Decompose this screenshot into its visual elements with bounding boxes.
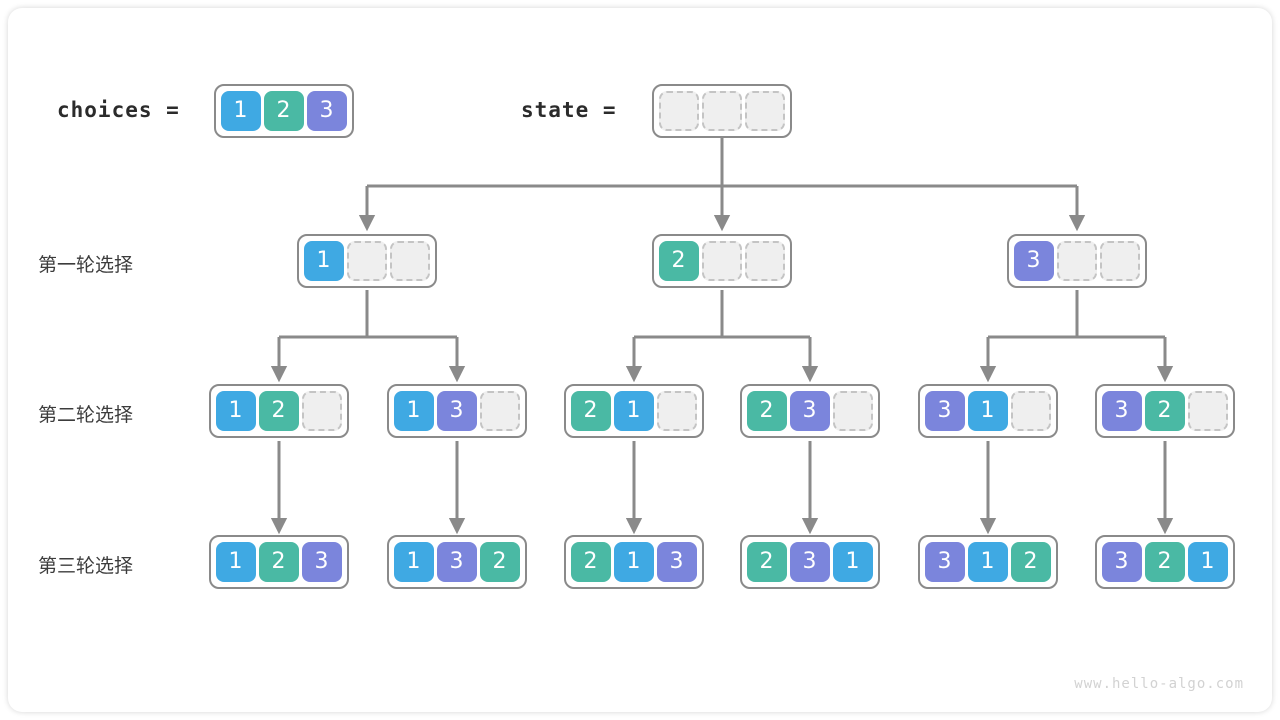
state-label: state = xyxy=(521,98,617,122)
row-label-round-1: 第一轮选择 xyxy=(38,254,134,276)
array-cell-filled: 2 xyxy=(258,390,299,431)
array-cell-empty xyxy=(1187,390,1228,431)
array-cell-filled: 3 xyxy=(1101,390,1142,431)
row-label-round-3: 第三轮选择 xyxy=(38,555,134,577)
array-cell-filled: 1 xyxy=(613,390,654,431)
array-cell-empty xyxy=(744,90,785,131)
array-cell-filled: 1 xyxy=(613,541,654,582)
array-cell-filled: 1 xyxy=(303,240,344,281)
array-cell-filled: 2 xyxy=(570,390,611,431)
figure-card xyxy=(8,8,1272,712)
row-label-round-2: 第二轮选择 xyxy=(38,404,134,426)
array-cell-filled: 3 xyxy=(436,390,477,431)
state-array xyxy=(651,83,792,138)
array-cell-empty xyxy=(389,240,430,281)
array-cell-empty xyxy=(744,240,785,281)
array-cell-empty xyxy=(1099,240,1140,281)
array-cell-filled: 2 xyxy=(258,541,299,582)
array-cell-filled: 3 xyxy=(656,541,697,582)
array-cell-filled: 2 xyxy=(570,541,611,582)
array-cell-empty xyxy=(346,240,387,281)
array-cell-empty xyxy=(1010,390,1051,431)
array-cell-filled: 1 xyxy=(220,90,261,131)
array-cell-empty xyxy=(701,90,742,131)
array-cell-filled: 1 xyxy=(967,541,1008,582)
array-cell-filled: 3 xyxy=(789,390,830,431)
array-cell-empty xyxy=(656,390,697,431)
array-cell-empty xyxy=(301,390,342,431)
tree-node-r1-2: 2 xyxy=(651,233,792,288)
array-cell-filled: 2 xyxy=(746,390,787,431)
array-cell-filled: 2 xyxy=(1144,390,1185,431)
array-cell-empty xyxy=(479,390,520,431)
array-cell-filled: 1 xyxy=(1187,541,1228,582)
array-cell-filled: 2 xyxy=(746,541,787,582)
array-cell-filled: 1 xyxy=(832,541,873,582)
array-cell-filled: 2 xyxy=(1010,541,1051,582)
array-cell-empty xyxy=(1056,240,1097,281)
array-cell-empty xyxy=(658,90,699,131)
array-cell-filled: 1 xyxy=(215,390,256,431)
array-cell-filled: 3 xyxy=(1101,541,1142,582)
array-cell-filled: 3 xyxy=(306,90,347,131)
array-cell-filled: 3 xyxy=(924,390,965,431)
tree-node-r1-3: 3 xyxy=(1006,233,1147,288)
array-cell-filled: 3 xyxy=(301,541,342,582)
array-cell-filled: 1 xyxy=(393,390,434,431)
array-cell-filled: 2 xyxy=(1144,541,1185,582)
array-cell-filled: 1 xyxy=(393,541,434,582)
tree-node-r1-1: 1 xyxy=(296,233,437,288)
array-cell-filled: 3 xyxy=(789,541,830,582)
watermark: www.hello-algo.com xyxy=(1074,676,1244,692)
array-cell-filled: 2 xyxy=(658,240,699,281)
array-cell-filled: 2 xyxy=(479,541,520,582)
array-cell-filled: 1 xyxy=(215,541,256,582)
array-cell-filled: 1 xyxy=(967,390,1008,431)
choices-label: choices = xyxy=(57,98,180,122)
array-cell-filled: 3 xyxy=(924,541,965,582)
array-cell-filled: 3 xyxy=(436,541,477,582)
array-cell-filled: 3 xyxy=(1013,240,1054,281)
array-cell-filled: 2 xyxy=(263,90,304,131)
array-cell-empty xyxy=(832,390,873,431)
array-cell-empty xyxy=(701,240,742,281)
